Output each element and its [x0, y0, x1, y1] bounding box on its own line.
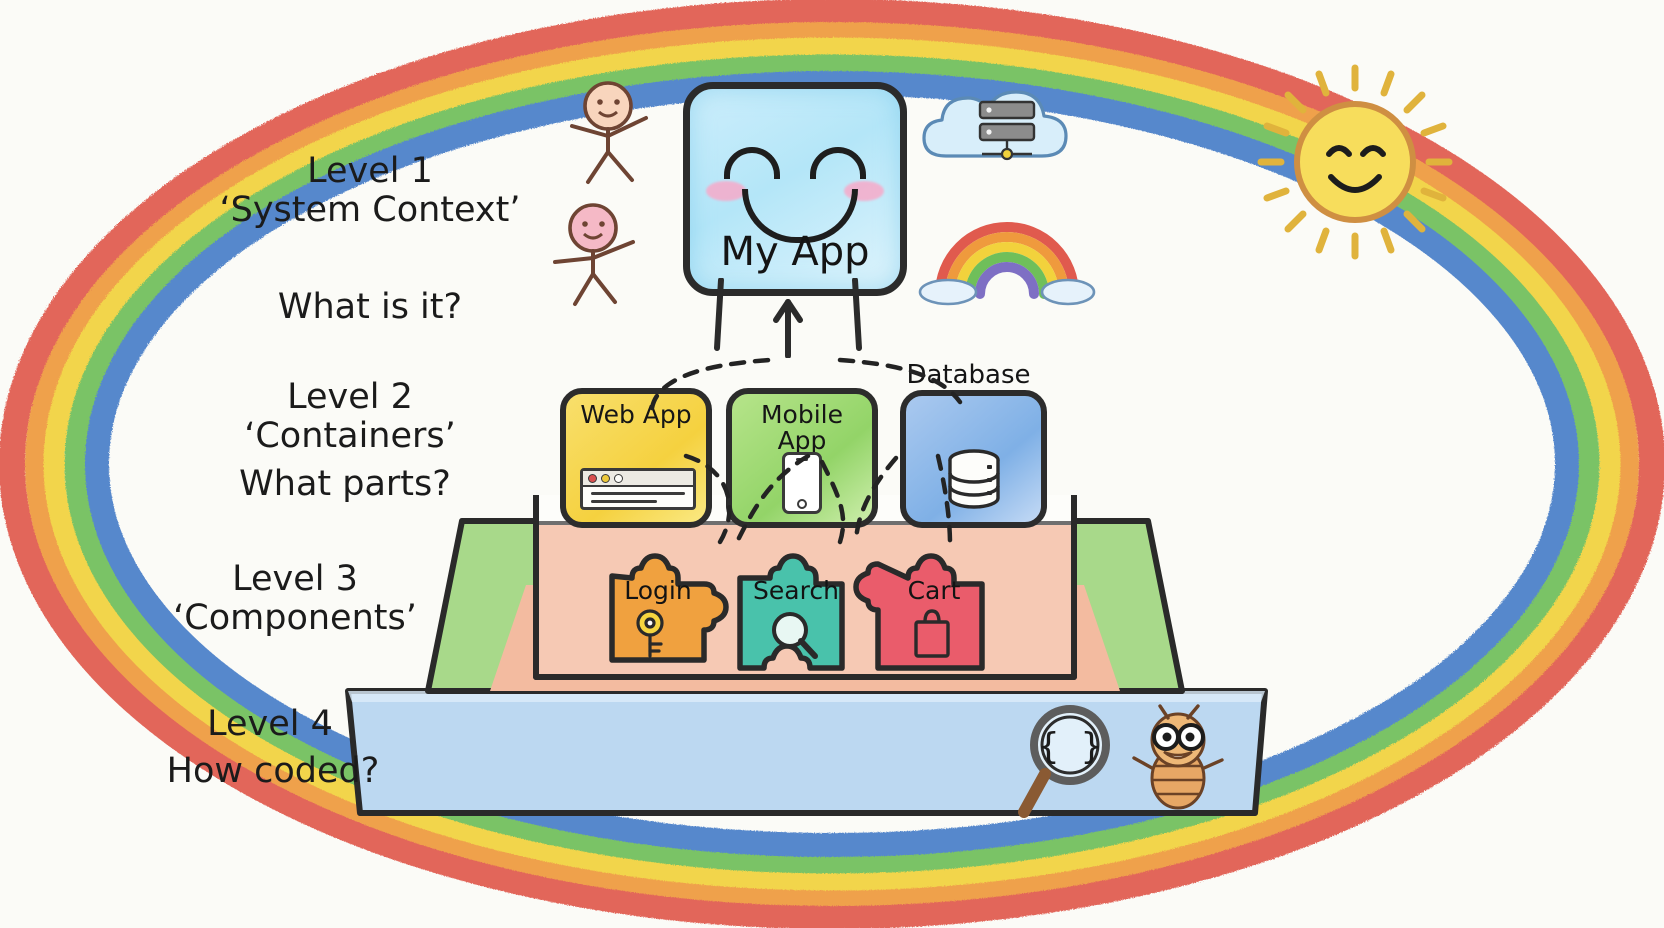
component-cart[interactable]: Cart [853, 552, 990, 671]
system-legs-and-arrow [683, 278, 893, 358]
container-database[interactable] [900, 390, 1047, 528]
component-label-search: Search [753, 576, 839, 605]
database-cylinder-icon [943, 448, 1005, 510]
magnifier-code-icon: { } [1018, 700, 1123, 820]
database-label: Database [906, 360, 1031, 390]
shopping-bag-icon [914, 609, 950, 658]
rainbow-icon [918, 208, 1096, 306]
key-icon [636, 609, 664, 658]
blush-left-icon [706, 181, 746, 201]
cloud-server-icon [912, 78, 1092, 178]
component-login[interactable]: Login [602, 552, 729, 670]
container-label-web-app: Web App [580, 400, 692, 429]
eye-left-icon [724, 147, 780, 179]
level-labels: Level 1 ‘System Context’ What is it? Lev… [0, 0, 560, 928]
level-4-question: How coded? [166, 751, 380, 791]
browser-window-icon [580, 468, 696, 510]
svg-text:{ }: { } [1037, 726, 1102, 767]
dashed-connectors [540, 330, 1080, 630]
level-4-label: Level 4 [207, 704, 333, 744]
eye-right-icon [810, 147, 866, 179]
magnifier-icon [772, 612, 818, 659]
level-3-label: Level 3 ‘Components’ [173, 559, 417, 639]
bug-with-glasses-icon [1128, 704, 1228, 816]
stick-figure-icon-user-1 [560, 78, 670, 188]
level-1-question: What is it? [277, 287, 463, 327]
component-search[interactable]: Search [737, 552, 852, 671]
level-2-label: Level 2 ‘Containers’ [244, 377, 456, 457]
level-1-label: Level 1 ‘System Context’ [219, 151, 521, 231]
stick-figure-icon-user-2 [545, 200, 655, 310]
system-label: My App [720, 229, 870, 275]
component-label-cart: Cart [907, 576, 961, 605]
component-label-login: Login [624, 576, 692, 605]
level-2-question: What parts? [239, 464, 451, 504]
system-box-my-app[interactable]: My App [683, 82, 907, 296]
sun-smiling-icon [1255, 62, 1455, 262]
